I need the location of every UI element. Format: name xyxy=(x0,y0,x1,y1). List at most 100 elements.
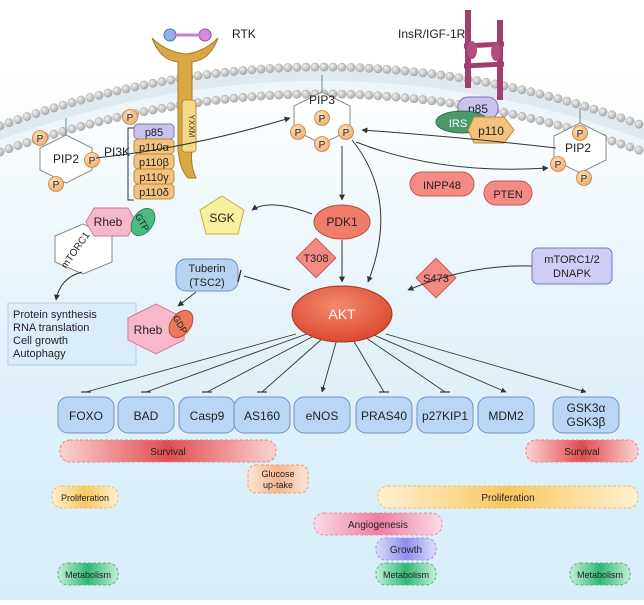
lipid-head xyxy=(625,142,635,152)
lipid-head xyxy=(220,67,230,77)
lipid-head xyxy=(31,109,41,118)
lipid-head xyxy=(346,63,356,72)
lipid-head xyxy=(265,64,275,73)
lipid-head xyxy=(526,87,536,97)
lipid-head xyxy=(409,67,419,77)
metabolism-right-band: Metabolism xyxy=(577,570,623,580)
lipid-head xyxy=(157,77,167,86)
lipid-head xyxy=(94,117,104,127)
pi3k-subunit-box xyxy=(133,183,175,200)
lipid-head xyxy=(112,113,122,122)
phosphatases: INPP48 PTEN xyxy=(409,171,533,206)
lipid-head xyxy=(85,93,95,103)
phosphate-circle xyxy=(290,124,306,140)
lipid-head xyxy=(598,107,608,117)
lipid-head xyxy=(292,62,302,72)
lipid-head xyxy=(634,119,644,129)
lipid-head xyxy=(103,88,113,98)
lipid-head xyxy=(481,77,491,87)
survival-left-band: Survival xyxy=(150,447,186,458)
lipid-head xyxy=(67,124,77,134)
lipid-head xyxy=(130,82,140,92)
rtk-label: RTK xyxy=(232,27,256,41)
lipid-head xyxy=(328,62,338,72)
lipid-head xyxy=(202,96,212,106)
lipid-head xyxy=(445,98,455,108)
akt-target-edge xyxy=(349,333,385,393)
t308-label: T308 xyxy=(303,253,328,265)
lipid-head xyxy=(625,116,635,126)
lipid-head xyxy=(616,113,626,123)
akt-target-label: FOXO xyxy=(69,409,103,423)
phosphate-label: P xyxy=(53,180,60,191)
tuberin-label: Tuberin xyxy=(189,263,226,275)
lipid-head xyxy=(427,69,437,79)
rheb-gdp-rheb-label: Rheb xyxy=(134,323,163,337)
lipid-head xyxy=(139,107,149,117)
lipid-head xyxy=(589,104,599,114)
rheb-gdp: Rheb GDP xyxy=(127,303,194,355)
lipid-head xyxy=(607,136,617,146)
pten-label: PTEN xyxy=(493,189,522,201)
mtorc1-output-item: RNA translation xyxy=(13,322,89,334)
pathway-edges xyxy=(54,116,587,394)
phosphate-label: P xyxy=(577,129,584,140)
lipid-head xyxy=(211,95,221,105)
lipid-head xyxy=(535,89,545,99)
sgk: SGK xyxy=(199,195,245,235)
lipid-head xyxy=(607,110,617,120)
lipid-head xyxy=(238,66,248,75)
lipid-head xyxy=(508,83,518,93)
lipid-head xyxy=(553,94,563,104)
akt-target-box xyxy=(477,396,535,434)
pi3k-subunit-label: p110γ xyxy=(139,172,169,184)
lipid-head xyxy=(274,63,284,73)
lipid-head xyxy=(400,66,410,76)
insr-label: InsR/IGF-1R xyxy=(398,27,466,41)
lipid-head xyxy=(13,115,23,124)
lipid-head xyxy=(157,103,167,113)
lipid-head xyxy=(220,94,230,104)
akt-target-label: AS160 xyxy=(244,409,280,423)
lipid-head xyxy=(103,115,113,125)
mtorc2-dnapk: mTORC1/2 DNAPK xyxy=(531,247,613,285)
akt-target-label: GSK3β xyxy=(567,415,606,429)
lipid-head xyxy=(202,70,212,79)
t308: T308 xyxy=(295,237,337,279)
phosphate-label: P xyxy=(89,156,96,167)
phosphate-label: P xyxy=(555,160,562,171)
lipid-head xyxy=(193,71,203,81)
lipid-head xyxy=(85,119,95,129)
lipid-head xyxy=(22,138,32,148)
lipid-head xyxy=(337,62,347,72)
mtorc2-label: mTORC1/2 xyxy=(544,254,599,266)
akt-target-box xyxy=(552,396,620,434)
lipid-head xyxy=(256,91,266,101)
lipid-head xyxy=(436,97,446,107)
cellular-effects: Survival Survival Glucose up-take Prolif… xyxy=(51,439,639,586)
phosphate-circle xyxy=(122,109,138,125)
rtk-receptor: YXXM RTK xyxy=(151,27,256,179)
lipid-head xyxy=(391,65,401,75)
lipid-head xyxy=(238,93,248,102)
lipid-head xyxy=(400,93,410,103)
lipid-head xyxy=(49,103,59,113)
pi3k-subunit-label: p110β xyxy=(139,157,169,169)
pi3k-label: PI3K xyxy=(104,145,130,159)
lipid-head xyxy=(292,89,302,99)
lipid-head xyxy=(499,108,509,117)
glucose-line2: up-take xyxy=(263,480,293,490)
phosphate-circle xyxy=(338,124,354,140)
akt-target-edge xyxy=(371,333,507,393)
akt-target-box xyxy=(233,396,291,434)
lipid-head xyxy=(571,99,581,109)
insr-complex: p85 IRS p110 xyxy=(435,96,515,144)
lipid-head xyxy=(544,118,554,128)
lipid-head xyxy=(4,118,14,128)
akt-target-edge xyxy=(360,333,446,393)
akt-target-box xyxy=(293,396,351,434)
akt-target-edge xyxy=(85,333,297,393)
proliferation-right-band: Proliferation xyxy=(481,493,534,504)
